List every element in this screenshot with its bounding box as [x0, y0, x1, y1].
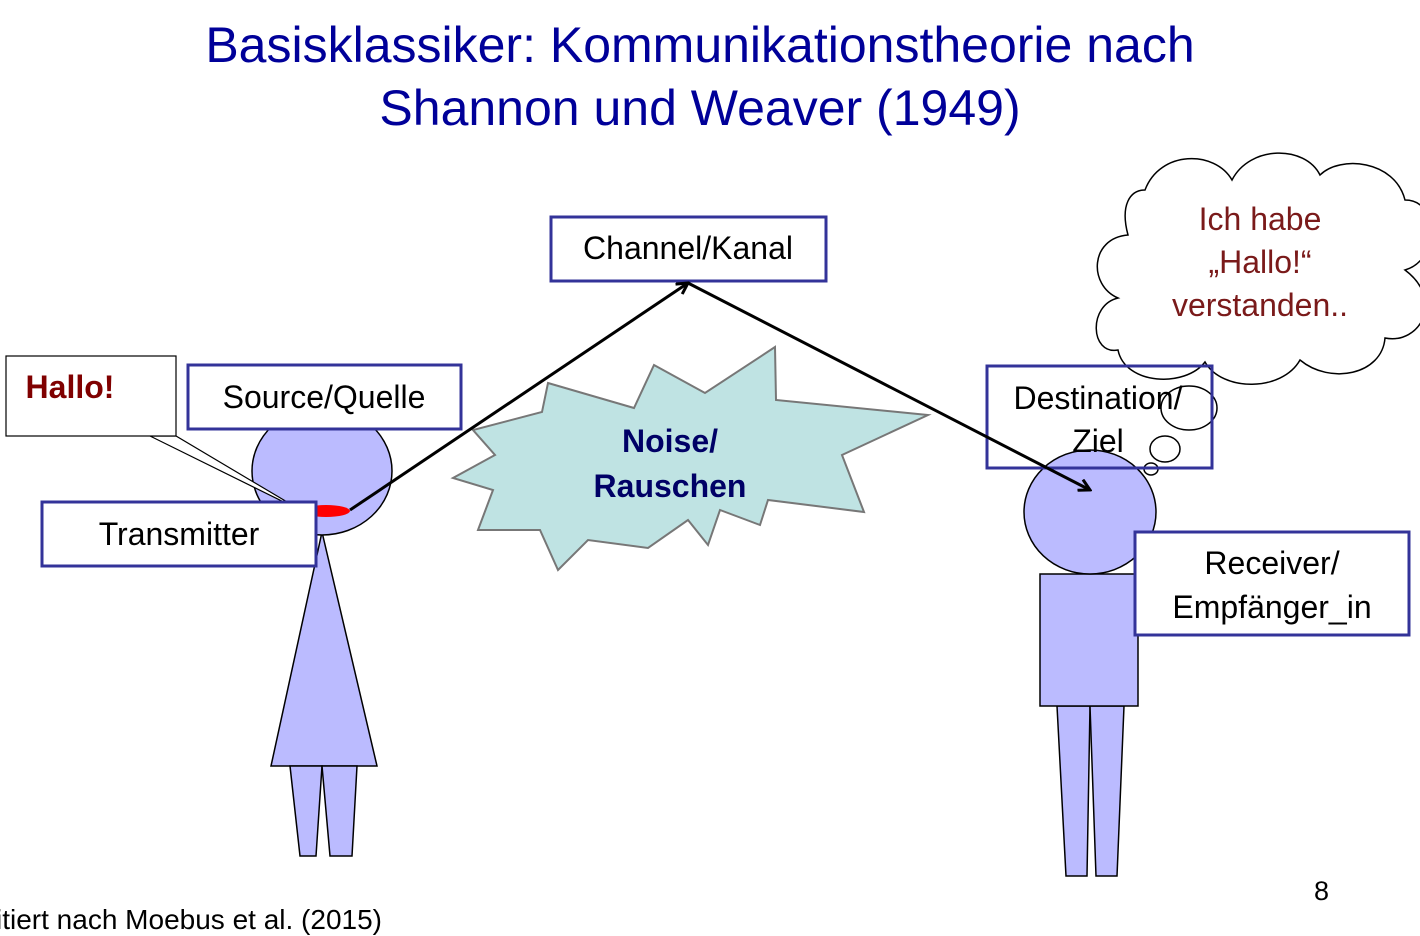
transmitter-box — [40, 500, 318, 568]
thought-bubble-medium — [1149, 435, 1181, 463]
title-line-2: Shannon und Weaver (1949) — [379, 80, 1021, 136]
receiver-head — [1023, 449, 1157, 575]
title-line-1: Basisklassiker: Kommunikationstheorie na… — [205, 17, 1195, 73]
sender-left-leg — [289, 765, 323, 857]
arrow-transmitter-to-channel — [349, 283, 688, 512]
source-box — [186, 363, 463, 431]
destination-label-line-1: Destination/ — [1014, 380, 1183, 416]
destination-box — [985, 364, 1214, 470]
channel-label: Channel/Kanal — [583, 230, 793, 266]
thought-cloud — [1095, 152, 1420, 476]
receiver-left-leg — [1056, 705, 1091, 877]
page-number: 8 — [1314, 876, 1330, 906]
destination-label-line-2: Ziel — [1072, 423, 1124, 459]
receiver-right-leg — [1089, 705, 1125, 877]
noise-burst: Noise/ Rauschen — [450, 345, 932, 572]
sender-figure — [251, 406, 393, 857]
receiver-box — [1133, 530, 1411, 637]
citation: itiert nach Moebus et al. (2015) — [0, 904, 382, 935]
thought-line-1: Ich habe — [1199, 201, 1322, 237]
thought-cloud-shape — [1095, 152, 1420, 385]
speech-box — [5, 355, 177, 437]
speech-callout: Hallo! — [5, 355, 305, 513]
noise-label-line-2: Rauschen — [594, 468, 747, 504]
source-label: Source/Quelle — [223, 379, 426, 415]
channel-box — [549, 215, 828, 283]
sender-right-leg — [321, 765, 358, 857]
noise-label-line-1: Noise/ — [622, 423, 718, 459]
receiver-figure — [1023, 449, 1157, 877]
transmitter-label: Transmitter — [99, 516, 260, 552]
thought-bubble-large — [1160, 385, 1218, 431]
noise-star-shape — [450, 345, 932, 572]
thought-line-3: verstanden.. — [1172, 287, 1348, 323]
receiver-label-line-1: Receiver/ — [1204, 545, 1339, 581]
thought-line-2: „Hallo!“ — [1208, 244, 1311, 280]
speech-text: Hallo! — [26, 369, 115, 405]
slide-title: Basisklassiker: Kommunikationstheorie na… — [0, 14, 1400, 140]
receiver-body — [1039, 573, 1139, 707]
receiver-label-line-2: Empfänger_in — [1172, 589, 1371, 625]
arrow-channel-to-destination — [687, 281, 1090, 490]
